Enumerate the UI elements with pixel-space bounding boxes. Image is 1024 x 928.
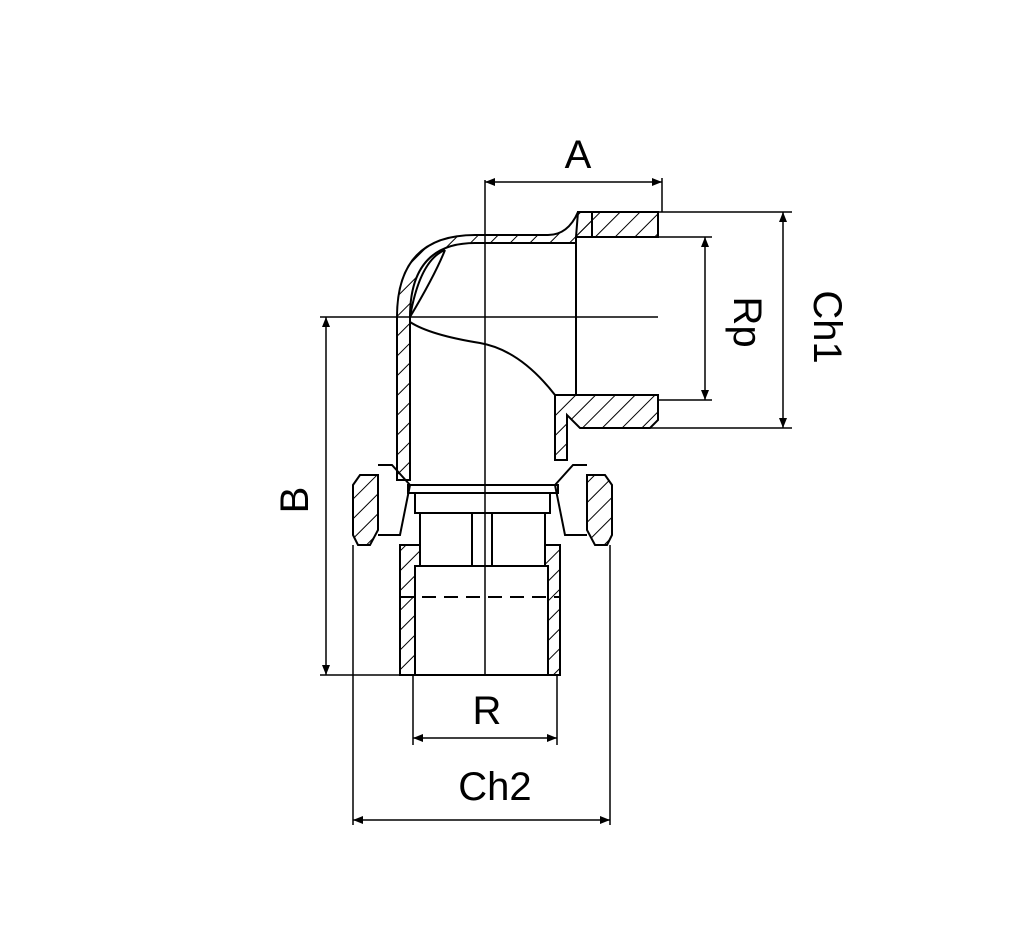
label-r: R	[473, 689, 502, 733]
extension-lines	[320, 178, 792, 825]
label-a: A	[565, 133, 592, 177]
label-ch1: Ch1	[805, 290, 849, 363]
center-lines	[320, 180, 658, 676]
elbow-body	[396, 211, 659, 481]
label-ch2: Ch2	[458, 765, 531, 809]
label-rp: Rp	[725, 296, 769, 347]
label-b: B	[273, 487, 317, 514]
union-nut	[352, 464, 613, 546]
dimension-lines	[322, 178, 787, 824]
tail-piece	[399, 512, 561, 676]
